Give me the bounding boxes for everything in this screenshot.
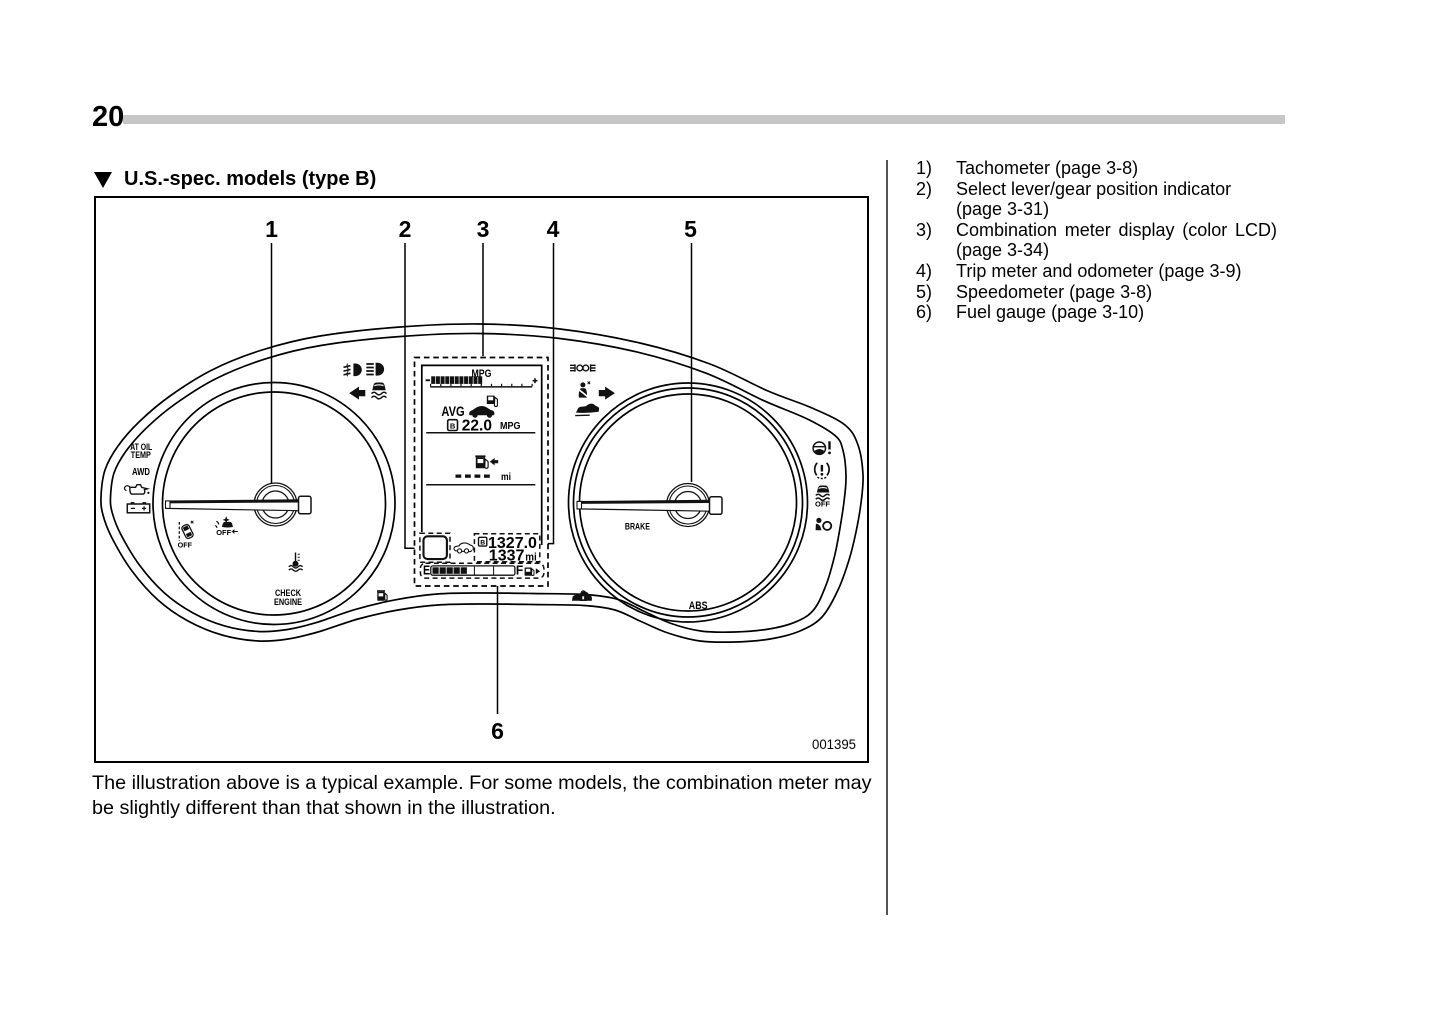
svg-text:ABS: ABS <box>689 600 708 612</box>
svg-text:E: E <box>423 564 430 578</box>
svg-text:mi: mi <box>501 471 511 483</box>
svg-text:22.0: 22.0 <box>462 417 492 434</box>
svg-text:mi: mi <box>525 552 537 564</box>
svg-text:AWD: AWD <box>132 467 150 478</box>
svg-text:AT OIL: AT OIL <box>130 442 152 452</box>
svg-text:4: 4 <box>547 216 560 242</box>
svg-text:1: 1 <box>265 216 278 242</box>
svg-text:OFF: OFF <box>815 500 830 509</box>
svg-text:CHECK: CHECK <box>275 588 301 599</box>
svg-text:3: 3 <box>477 216 490 242</box>
svg-text:001395: 001395 <box>812 736 856 752</box>
svg-text:6: 6 <box>491 718 504 744</box>
svg-text:2: 2 <box>399 216 412 242</box>
svg-text:F: F <box>516 564 524 578</box>
svg-text:ENGINE: ENGINE <box>274 597 302 608</box>
svg-text:AVG: AVG <box>441 404 464 419</box>
svg-text:OFF: OFF <box>216 528 231 537</box>
svg-text:OFF: OFF <box>178 540 193 549</box>
svg-text:1327.0: 1327.0 <box>488 535 537 552</box>
svg-text:BRAKE: BRAKE <box>625 522 650 532</box>
svg-text:MPG: MPG <box>500 421 521 432</box>
svg-text:B: B <box>480 540 485 547</box>
svg-text:1337: 1337 <box>489 548 525 565</box>
svg-text:B: B <box>450 422 456 431</box>
svg-text:5: 5 <box>684 216 697 242</box>
svg-text:TEMP: TEMP <box>131 450 151 460</box>
